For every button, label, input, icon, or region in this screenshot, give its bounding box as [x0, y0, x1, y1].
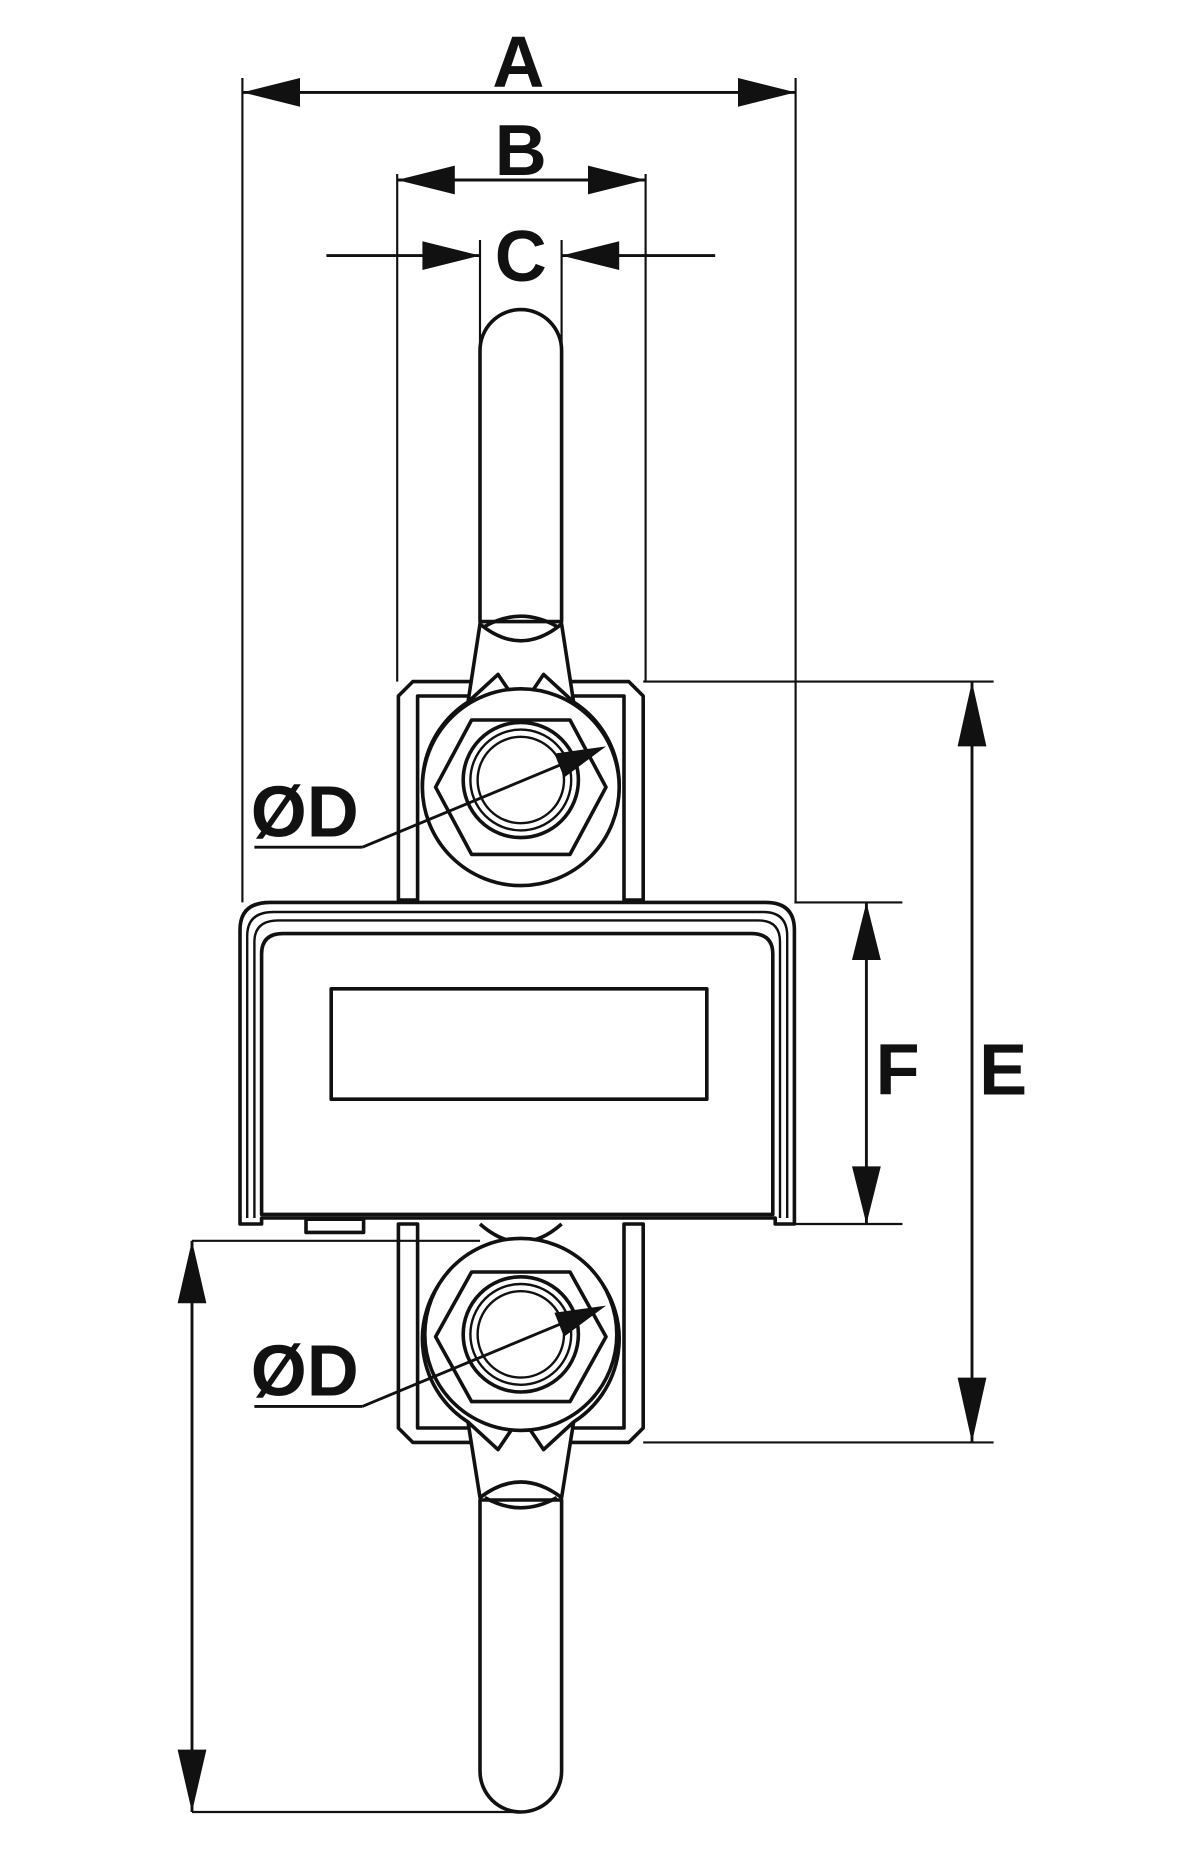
dimension-e: E [957, 681, 1027, 1443]
label-d-bottom: ØD [251, 1332, 359, 1412]
dimension-c: C [326, 217, 716, 297]
bottom-shackle [478, 1496, 564, 1814]
label-f: F [876, 1030, 920, 1110]
label-c: C [495, 217, 547, 297]
dimension-b: B [397, 111, 646, 195]
top-shackle [478, 307, 564, 628]
bottom-bracket [396, 1222, 645, 1445]
dimension-a: A [242, 22, 796, 107]
label-d-top: ØD [251, 772, 359, 852]
extension-lines [192, 78, 994, 1814]
dimension-overall-bottom [177, 1240, 207, 1812]
dimension-d-bottom: ØD [251, 1305, 606, 1412]
bottom-eye-link [420, 1222, 621, 1500]
label-e: E [979, 1030, 1027, 1110]
lcd-display-window [329, 987, 709, 1101]
dimension-d-top: ØD [251, 746, 606, 852]
label-a: A [492, 22, 544, 102]
bottom-button [304, 1217, 366, 1235]
scale-body [238, 900, 797, 1235]
dimension-f: F [852, 902, 920, 1224]
label-b: B [495, 111, 547, 191]
